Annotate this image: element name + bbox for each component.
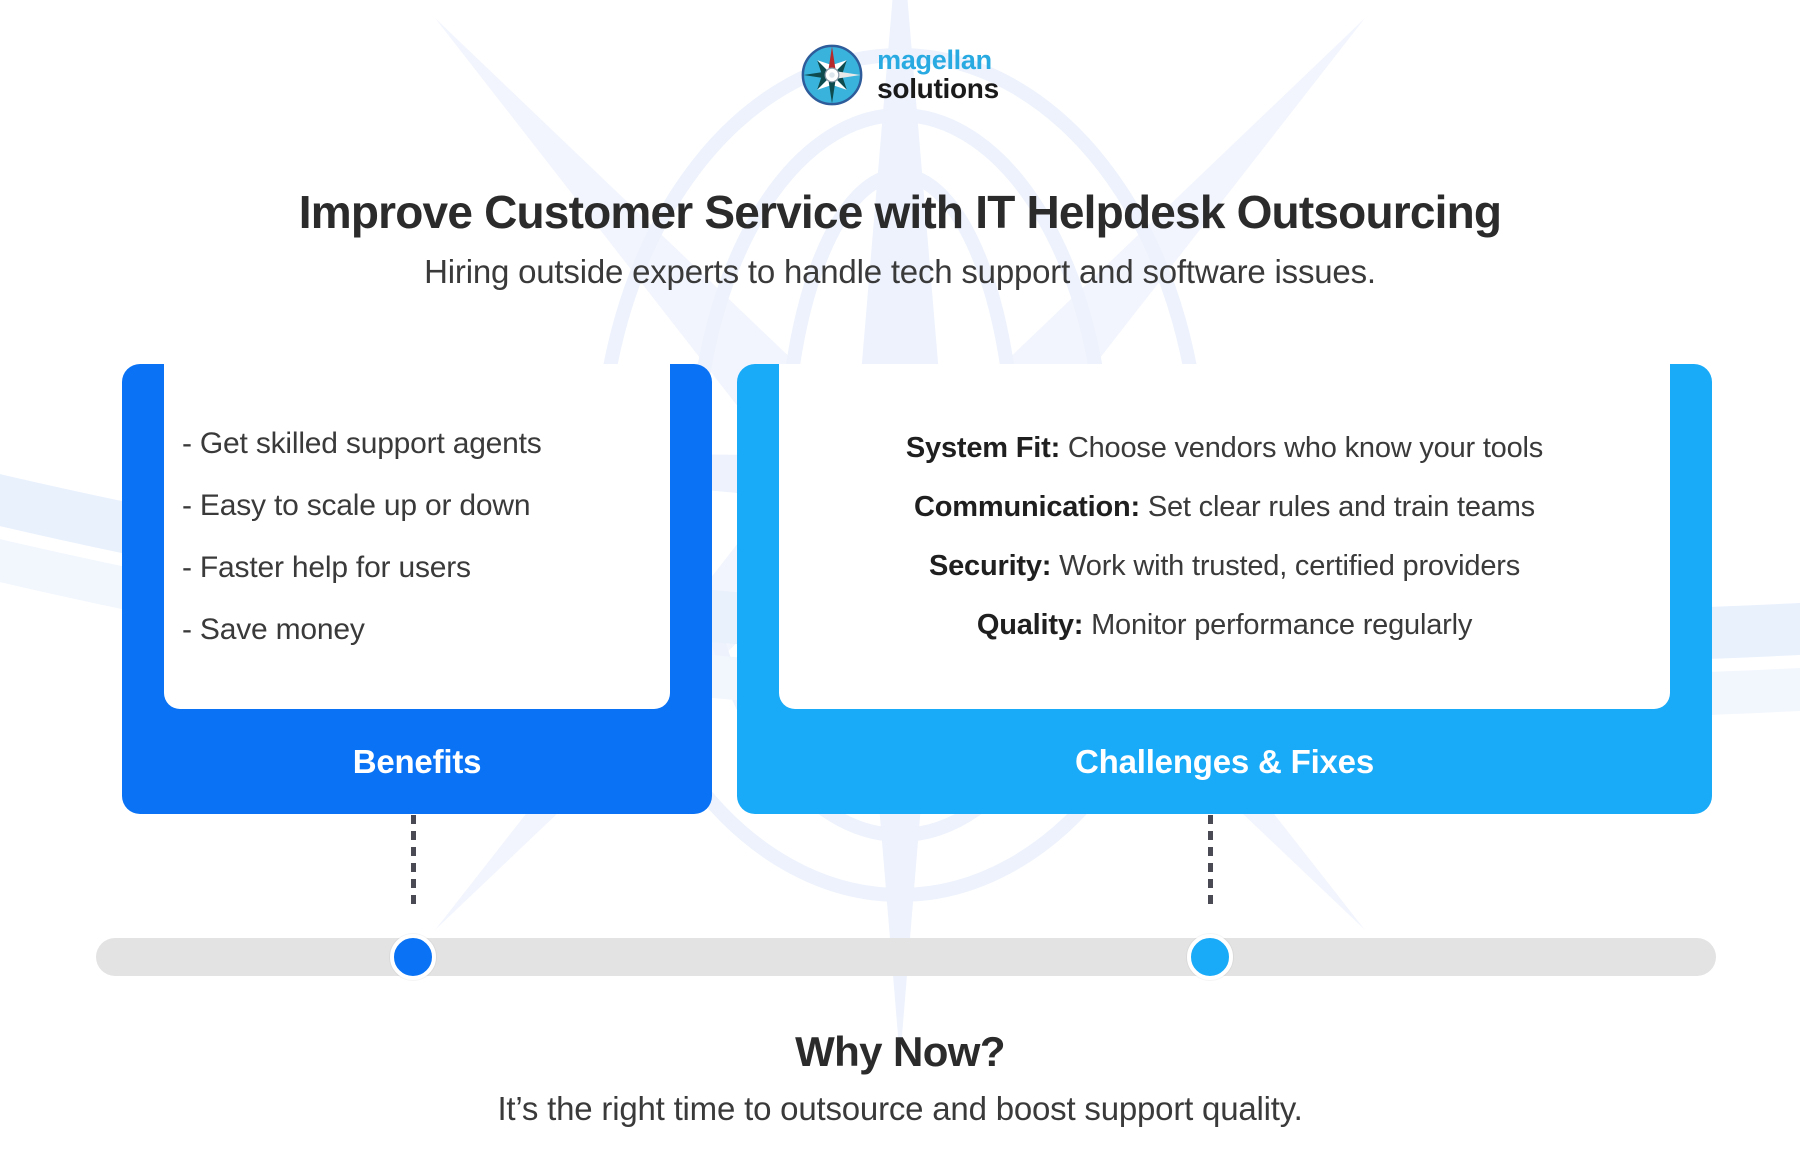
- list-item: - Get skilled support agents: [182, 426, 542, 460]
- compass-rose-icon: [801, 44, 863, 106]
- list-item-value: Monitor performance regularly: [1091, 608, 1473, 641]
- timeline-slider-track[interactable]: [96, 934, 1716, 980]
- list-item: - Faster help for users: [182, 550, 471, 584]
- challenges-card-label: Challenges & Fixes: [1074, 742, 1374, 780]
- cards-row: - Get skilled support agents - Easy to s…: [122, 364, 1712, 814]
- slider-knob-challenges[interactable]: [1187, 934, 1233, 980]
- list-item: Quality: Monitor performance regularly: [805, 596, 1644, 655]
- list-item-key: System Fit:: [905, 431, 1061, 464]
- footer-subtitle: It’s the right time to outsource and boo…: [497, 1090, 1303, 1127]
- brand-name-line2: solutions: [877, 73, 999, 104]
- connector-line-challenges: [1208, 815, 1213, 907]
- header-block: Improve Customer Service with IT Helpdes…: [0, 185, 1800, 291]
- brand-wordmark: magellan solutions: [877, 47, 999, 103]
- benefits-panel: - Get skilled support agents - Easy to s…: [164, 364, 670, 709]
- benefits-list: - Get skilled support agents - Easy to s…: [182, 413, 670, 661]
- footer-title: Why Now?: [795, 1028, 1005, 1075]
- page-title: Improve Customer Service with IT Helpdes…: [298, 186, 1502, 238]
- benefits-card-label: Benefits: [352, 742, 482, 780]
- list-item-key: Communication:: [914, 490, 1140, 523]
- footer-block: Why Now? It’s the right time to outsourc…: [0, 1028, 1800, 1128]
- list-item-key: Quality:: [976, 608, 1084, 641]
- list-item: - Easy to scale up or down: [182, 488, 531, 522]
- list-item: System Fit: Choose vendors who know your…: [805, 419, 1644, 478]
- list-item: Security: Work with trusted, certified p…: [805, 537, 1644, 596]
- list-item-key: Security:: [928, 549, 1052, 582]
- brand-name-line1: magellan: [877, 45, 992, 75]
- challenges-list: System Fit: Choose vendors who know your…: [805, 419, 1644, 655]
- brand-logo: magellan solutions: [0, 44, 1800, 106]
- list-item-value: Work with trusted, certified providers: [1059, 549, 1521, 582]
- connector-line-benefits: [411, 815, 416, 907]
- slider-knob-benefits[interactable]: [390, 934, 436, 980]
- challenges-card: System Fit: Choose vendors who know your…: [737, 364, 1712, 814]
- list-item: - Save money: [182, 612, 365, 646]
- challenges-panel: System Fit: Choose vendors who know your…: [779, 364, 1670, 709]
- benefits-card: - Get skilled support agents - Easy to s…: [122, 364, 712, 814]
- list-item: Communication: Set clear rules and train…: [805, 478, 1644, 537]
- list-item-value: Choose vendors who know your tools: [1067, 431, 1544, 464]
- list-item-value: Set clear rules and train teams: [1147, 490, 1535, 523]
- page-subtitle: Hiring outside experts to handle tech su…: [424, 253, 1376, 290]
